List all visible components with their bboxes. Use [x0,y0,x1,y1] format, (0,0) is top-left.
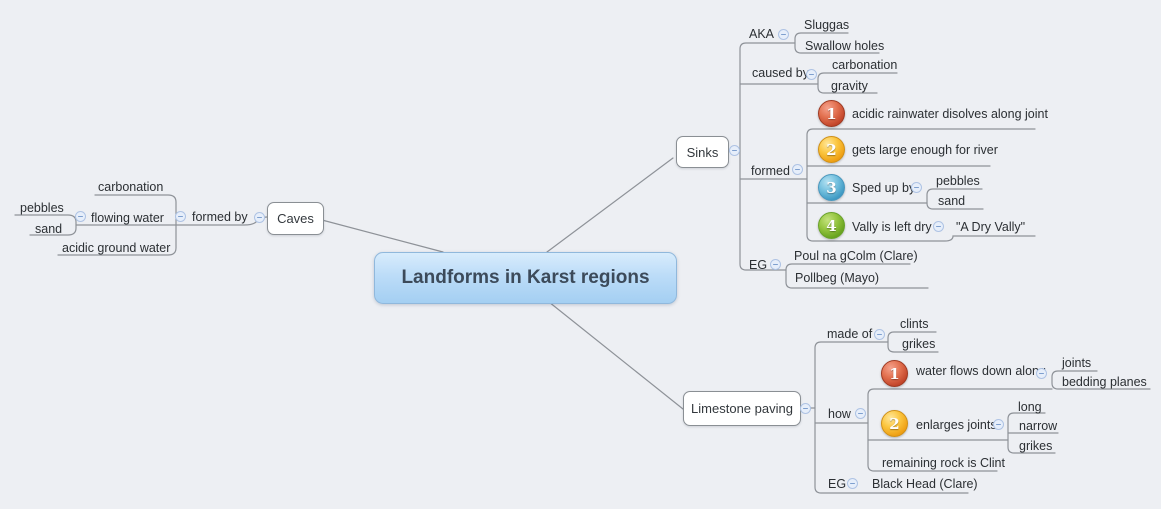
topic-joints[interactable]: joints [1062,356,1092,370]
topic-aka[interactable]: AKA [749,27,775,41]
collapse-icon-vally[interactable] [933,221,944,232]
connector-formed-steps [806,128,1036,242]
connector-sinks-trunk [739,42,796,271]
connector-aka-children [794,32,880,54]
collapse-icon-limestone[interactable] [800,403,811,414]
topic-eg-sinks[interactable]: EG [749,258,768,272]
topic-step1-sinks[interactable]: acidic rainwater disolves along joint [852,107,1048,121]
connector-central-limestone [548,301,684,410]
topic-sand-sinks[interactable]: sand [938,194,966,208]
topic-narrow[interactable]: narrow [1019,419,1058,433]
collapse-icon-made-of[interactable] [874,329,885,340]
collapse-icon-caves[interactable] [254,212,265,223]
topic-sluggas[interactable]: Sluggas [804,18,850,32]
collapse-icon-aka[interactable] [778,29,789,40]
central-topic[interactable]: Landforms in Karst regions [374,252,677,304]
connector-step3-children [926,188,984,210]
collapse-icon-sinks[interactable] [729,145,740,156]
collapse-icon-eg-limestone[interactable] [847,478,858,489]
connector-madeof-children [887,331,939,353]
connector-sinks-eg-children [785,263,929,289]
priority-2-icon-limestone: 2 [881,410,908,437]
priority-4-icon: 4 [818,212,845,239]
topic-carbonation-sinks[interactable]: carbonation [832,58,898,72]
collapse-icon-eg-sinks[interactable] [770,259,781,270]
topic-enlarges-joints[interactable]: enlarges joints [916,418,997,432]
topic-long[interactable]: long [1018,400,1042,414]
topic-caves[interactable]: Caves [267,202,324,235]
topic-grikes-2[interactable]: grikes [1019,439,1053,453]
topic-pollbeg[interactable]: Pollbeg (Mayo) [795,271,880,285]
connector-how-steps [867,388,1053,472]
connector-central-caves [321,219,444,253]
topic-pebbles-caves[interactable]: pebbles [20,201,64,215]
connector-limestone-trunk [814,341,969,494]
collapse-icon-caused-by[interactable] [806,69,817,80]
topic-formed-by[interactable]: formed by [192,210,248,224]
collapse-icon-how[interactable] [855,408,866,419]
collapse-icon-formed-by[interactable] [175,211,186,222]
topic-remaining-rock[interactable]: remaining rock is Clint [882,456,1005,470]
connector-lstep1-children [1051,370,1151,390]
topic-acidic-ground-water[interactable]: acidic ground water [62,241,171,255]
priority-3-icon: 3 [818,174,845,201]
topic-sinks[interactable]: Sinks [676,136,729,168]
topic-carbonation-caves[interactable]: carbonation [98,180,164,194]
topic-gravity[interactable]: gravity [831,79,868,93]
topic-formed[interactable]: formed [751,164,790,178]
topic-vally-left-dry[interactable]: Vally is left dry [852,220,932,234]
topic-eg-limestone[interactable]: EG [828,477,847,491]
priority-1-icon-limestone: 1 [881,360,908,387]
collapse-icon-flowing-water[interactable] [75,211,86,222]
topic-clints[interactable]: clints [900,317,929,331]
collapse-icon-water-flows[interactable] [1036,368,1047,379]
topic-step2-sinks[interactable]: gets large enough for river [852,143,998,157]
connector-causedby-children [817,72,898,94]
topic-step1-limestone[interactable]: water flows down along [916,364,1046,378]
collapse-icon-formed[interactable] [792,164,803,175]
topic-bedding-planes[interactable]: bedding planes [1062,375,1147,389]
topic-caused-by[interactable]: caused by [752,66,809,80]
priority-1-icon: 1 [818,100,845,127]
topic-black-head[interactable]: Black Head (Clare) [872,477,978,491]
topic-pebbles-sinks[interactable]: pebbles [936,174,980,188]
topic-flowing-water[interactable]: flowing water [91,211,164,225]
topic-poul-na-gcolm[interactable]: Poul na gColm (Clare) [794,249,918,263]
topic-sped-up-by[interactable]: Sped up by [852,181,916,195]
topic-limestone-paving[interactable]: Limestone paving [683,391,801,426]
connector-central-sinks [546,157,674,253]
topic-grikes[interactable]: grikes [902,337,936,351]
collapse-icon-enlarges-joints[interactable] [993,419,1004,430]
collapse-icon-sped-up-by[interactable] [911,182,922,193]
topic-sand-caves[interactable]: sand [35,222,63,236]
topic-swallow-holes[interactable]: Swallow holes [805,39,885,53]
topic-made-of[interactable]: made of [827,327,873,341]
topic-how[interactable]: how [828,407,851,421]
connector-pebbles-sand [14,214,77,236]
priority-2-icon: 2 [818,136,845,163]
topic-a-dry-vally[interactable]: "A Dry Vally" [956,220,1026,234]
